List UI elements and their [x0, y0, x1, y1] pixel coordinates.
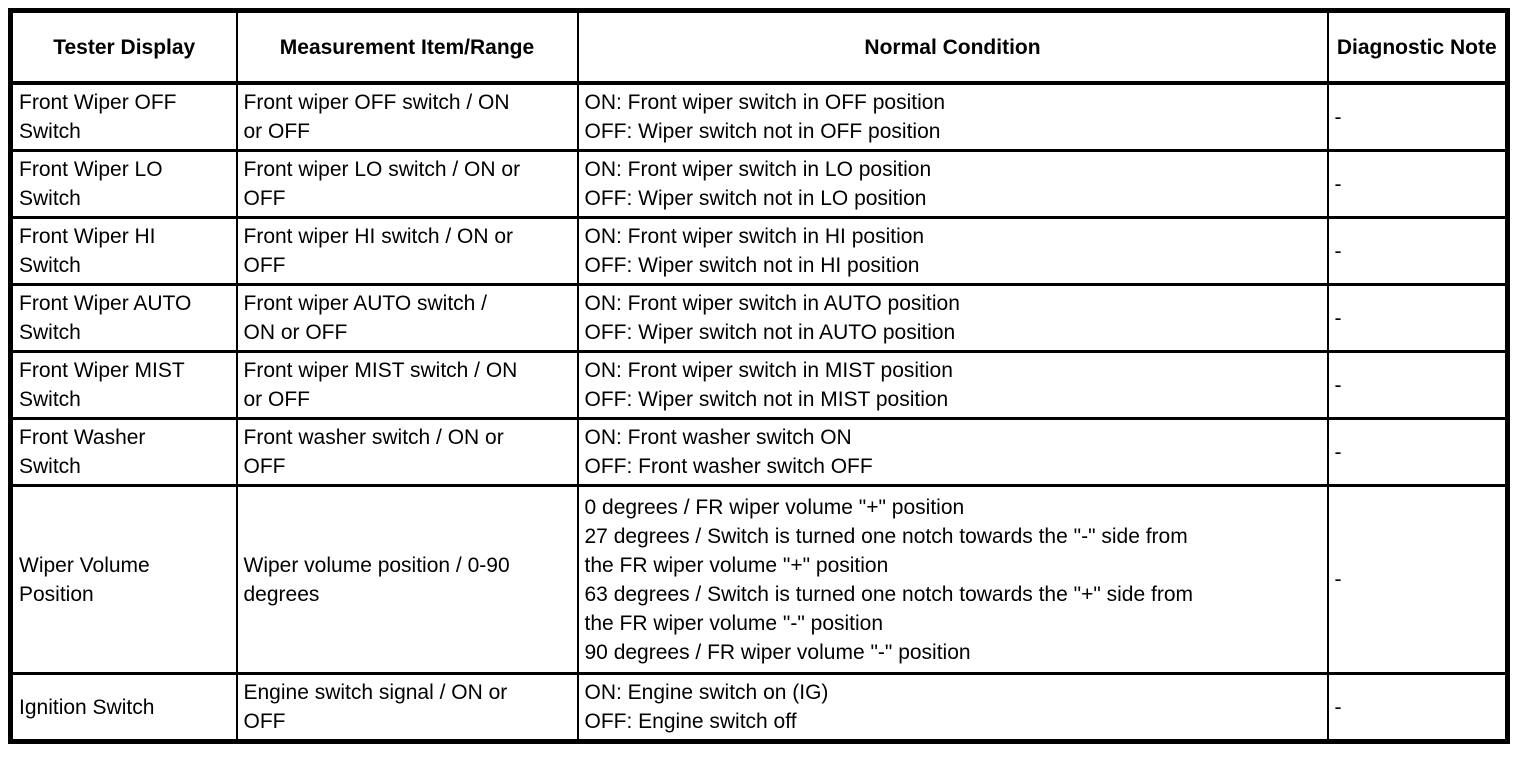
- cell-tester-display: Front Wiper OFF Switch: [9, 81, 238, 152]
- cell-tester-display: Front Wiper HI Switch: [9, 216, 238, 286]
- cell-measurement: Front wiper AUTO switch / ON or OFF: [235, 283, 579, 353]
- cell-tester-display: Front Wiper AUTO Switch: [9, 283, 238, 353]
- table-row: Front Washer Switch Front washer switch …: [9, 417, 1509, 487]
- cell-diagnostic-note: -: [1326, 484, 1509, 675]
- cell-diagnostic-note: -: [1326, 672, 1509, 743]
- cell-normal-condition: ON: Front wiper switch in HI position OF…: [576, 216, 1329, 286]
- diagnostic-data-table: Tester Display Measurement Item/Range No…: [8, 8, 1510, 744]
- cell-measurement: Engine switch signal / ON or OFF: [235, 672, 579, 743]
- header-row: Tester Display Measurement Item/Range No…: [9, 9, 1509, 85]
- table-row: Front Wiper LO Switch Front wiper LO swi…: [9, 149, 1509, 219]
- table-row: Ignition Switch Engine switch signal / O…: [9, 672, 1509, 743]
- table-row: Front Wiper OFF Switch Front wiper OFF s…: [9, 81, 1509, 152]
- cell-diagnostic-note: -: [1326, 350, 1509, 420]
- diagnostic-table-wrapper: Tester Display Measurement Item/Range No…: [8, 8, 1510, 744]
- column-header-tester-display: Tester Display: [9, 9, 238, 85]
- cell-diagnostic-note: -: [1326, 216, 1509, 286]
- cell-tester-display: Ignition Switch: [9, 672, 238, 743]
- cell-tester-display: Front Wiper LO Switch: [9, 149, 238, 219]
- table-row: Front Wiper MIST Switch Front wiper MIST…: [9, 350, 1509, 420]
- column-header-measurement: Measurement Item/Range: [235, 9, 579, 85]
- cell-measurement: Front wiper HI switch / ON or OFF: [235, 216, 579, 286]
- cell-normal-condition: ON: Front wiper switch in MIST position …: [576, 350, 1329, 420]
- cell-measurement: Front washer switch / ON or OFF: [235, 417, 579, 487]
- cell-normal-condition: ON: Engine switch on (IG) OFF: Engine sw…: [576, 672, 1329, 743]
- column-header-diagnostic-note: Diagnostic Note: [1326, 9, 1509, 85]
- cell-tester-display: Front Wiper MIST Switch: [9, 350, 238, 420]
- cell-measurement: Front wiper MIST switch / ON or OFF: [235, 350, 579, 420]
- table-row: Front Wiper AUTO Switch Front wiper AUTO…: [9, 283, 1509, 353]
- cell-diagnostic-note: -: [1326, 283, 1509, 353]
- column-header-normal-condition: Normal Condition: [576, 9, 1329, 85]
- table-row: Wiper Volume Position Wiper volume posit…: [9, 484, 1509, 675]
- cell-diagnostic-note: -: [1326, 417, 1509, 487]
- cell-normal-condition: ON: Front wiper switch in LO position OF…: [576, 149, 1329, 219]
- cell-diagnostic-note: -: [1326, 149, 1509, 219]
- cell-tester-display: Front Washer Switch: [9, 417, 238, 487]
- cell-measurement: Wiper volume position / 0-90 degrees: [235, 484, 579, 675]
- table-row: Front Wiper HI Switch Front wiper HI swi…: [9, 216, 1509, 286]
- cell-measurement: Front wiper OFF switch / ON or OFF: [235, 81, 579, 152]
- cell-diagnostic-note: -: [1326, 81, 1509, 152]
- cell-normal-condition: ON: Front washer switch ON OFF: Front wa…: [576, 417, 1329, 487]
- cell-normal-condition: 0 degrees / FR wiper volume "+" position…: [576, 484, 1329, 675]
- cell-measurement: Front wiper LO switch / ON or OFF: [235, 149, 579, 219]
- cell-normal-condition: ON: Front wiper switch in AUTO position …: [576, 283, 1329, 353]
- cell-tester-display: Wiper Volume Position: [9, 484, 238, 675]
- cell-normal-condition: ON: Front wiper switch in OFF position O…: [576, 81, 1329, 152]
